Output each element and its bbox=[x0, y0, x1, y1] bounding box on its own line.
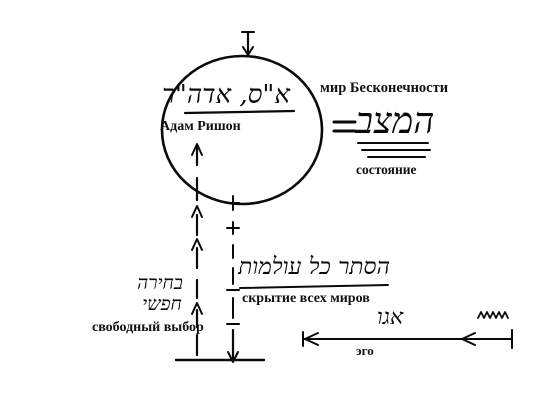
hebrew-ha-matzav: המצב bbox=[355, 101, 435, 142]
label-free-choice: свободный выбор bbox=[92, 320, 204, 335]
label-state: состояние bbox=[356, 162, 417, 177]
ego-arrowhead-1 bbox=[304, 332, 319, 346]
hester-underline bbox=[239, 284, 389, 289]
main-circle bbox=[160, 54, 324, 206]
ego-arrowhead-2 bbox=[461, 332, 476, 346]
label-ain-sof: мир Бесконечности bbox=[320, 80, 449, 96]
left-arrowhead-4 bbox=[191, 143, 203, 156]
hebrew-bechira-2: חפשי bbox=[142, 293, 182, 315]
scribble-mark bbox=[477, 311, 509, 319]
left-arrowhead-1 bbox=[191, 302, 203, 315]
right-arrowhead-down bbox=[227, 351, 239, 363]
label-ego: эго bbox=[356, 343, 374, 358]
circle-underline bbox=[183, 109, 296, 115]
hebrew-hester: הסתר כל עולמות bbox=[238, 254, 390, 280]
label-adam: Адам Ришон bbox=[160, 119, 241, 134]
hebrew-ohr-ein-sof: א"ס, אדה"ר bbox=[162, 80, 290, 110]
left-arrowhead-3 bbox=[191, 205, 203, 218]
left-arrowhead-2 bbox=[191, 238, 203, 251]
label-hiding: скрытие всех миров bbox=[242, 291, 370, 306]
hebrew-ego: אגו bbox=[376, 305, 404, 330]
hebrew-bechira-1: בחירה bbox=[137, 272, 183, 294]
